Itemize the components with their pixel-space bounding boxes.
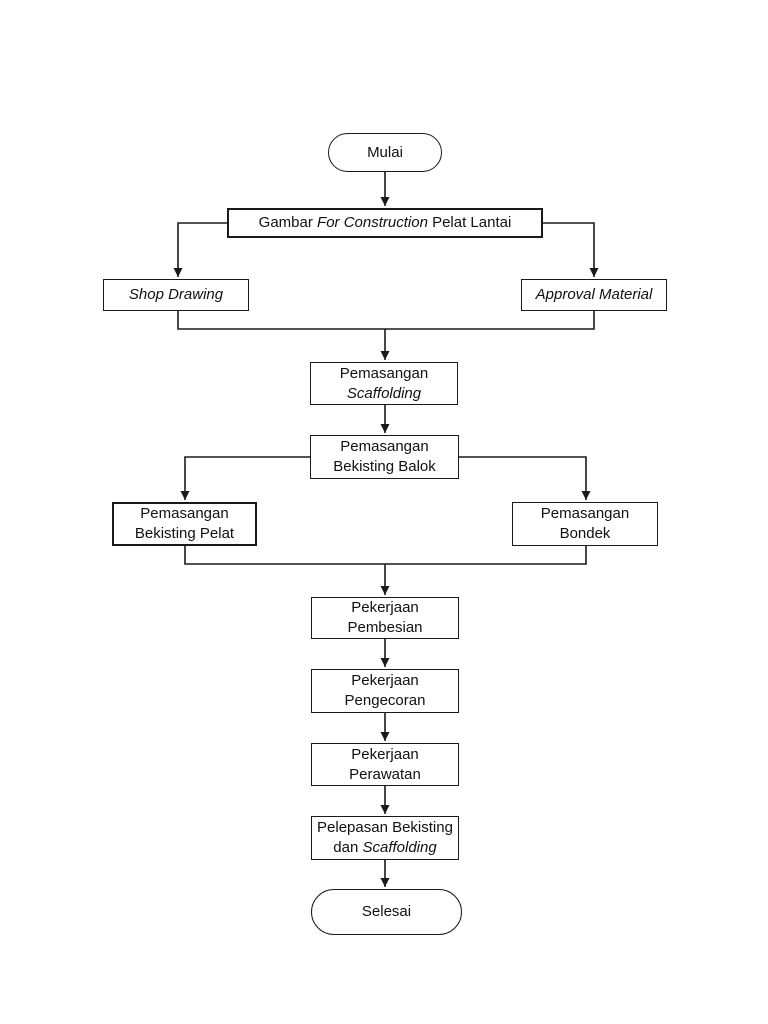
node-label-line2: Perawatan: [349, 765, 421, 783]
node-shop-drawing: Shop Drawing: [103, 279, 249, 311]
node-pemasangan-bekisting-pelat: Pemasangan Bekisting Pelat: [112, 502, 257, 546]
node-pekerjaan-pengecoran: Pekerjaan Pengecoran: [311, 669, 459, 713]
node-label-line2: Bondek: [559, 525, 611, 542]
connector-gambar-to-shop-drawing: [173, 222, 227, 277]
node-label-line1: Pelepasan Bekisting: [317, 819, 453, 836]
connector-balok-to-bondek: [459, 456, 591, 500]
node-end-selesai: Selesai: [311, 889, 462, 935]
node-start-mulai: Mulai: [328, 133, 442, 172]
node-label-line2: Scaffolding: [346, 384, 422, 402]
node-label-line1: Pemasangan: [340, 438, 429, 455]
node-pemasangan-scaffolding: Pemasangan Scaffolding: [310, 362, 458, 405]
connector-join-pelat-bondek: [184, 546, 587, 565]
node-label: Shop Drawing: [128, 286, 224, 303]
connector-gambar-to-approval-material: [543, 222, 599, 277]
node-label-line2: Pembesian: [347, 619, 423, 636]
node-label: Selesai: [361, 903, 412, 920]
node-approval-material: Approval Material: [521, 279, 667, 311]
node-pemasangan-bekisting-balok: Pemasangan Bekisting Balok: [310, 435, 459, 479]
node-label-line2: Bekisting Balok: [333, 458, 436, 475]
connector-balok-to-bekisting-pelat: [180, 456, 310, 500]
node-label-line1: Pemasangan: [140, 505, 229, 522]
node-label: Gambar For Construction Pelat Lantai: [258, 214, 512, 231]
node-label-line2: Pengecoran: [344, 692, 426, 709]
node-label-line1: Pekerjaan: [351, 672, 419, 689]
node-label-line2: Bekisting Pelat: [134, 525, 235, 542]
node-pelepasan-bekisting-scaffolding: Pelepasan Bekisting dan Scaffolding: [311, 816, 459, 860]
node-label-line1: Pemasangan: [540, 505, 630, 522]
node-pekerjaan-pembesian: Pekerjaan Pembesian: [311, 597, 459, 639]
node-label-line1: Pekerjaan: [351, 745, 419, 763]
connector-join-shop-approval: [177, 311, 595, 330]
node-label-line1: Pemasangan: [339, 364, 429, 382]
node-pekerjaan-perawatan: Pekerjaan Perawatan: [311, 743, 459, 786]
node-gambar-for-construction: Gambar For Construction Pelat Lantai: [227, 208, 543, 238]
node-label: Approval Material: [535, 286, 653, 303]
node-label-line1: Pekerjaan: [351, 599, 419, 616]
node-pemasangan-bondek: Pemasangan Bondek: [512, 502, 658, 546]
node-label: Mulai: [367, 143, 403, 161]
node-label-line2: dan Scaffolding: [333, 839, 437, 856]
